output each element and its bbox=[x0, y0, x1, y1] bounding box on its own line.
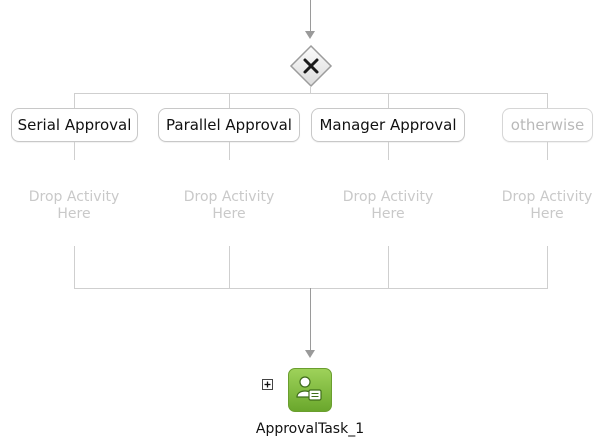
branch-connector-top bbox=[547, 93, 548, 108]
incoming-connector bbox=[310, 0, 311, 32]
join-connector bbox=[74, 288, 548, 289]
approval-task-node[interactable] bbox=[288, 368, 332, 412]
branch-connector-mid bbox=[74, 142, 75, 160]
branch-serial-approval[interactable]: Serial Approval bbox=[11, 108, 138, 142]
gateway-connector bbox=[310, 86, 311, 94]
branch-parallel-approval[interactable]: Parallel Approval bbox=[158, 108, 300, 142]
branch-connector-mid bbox=[547, 142, 548, 160]
outgoing-connector bbox=[310, 288, 311, 350]
branch-connector-bottom bbox=[547, 246, 548, 288]
branch-connector-mid bbox=[388, 142, 389, 160]
exclusive-gateway-x-icon[interactable] bbox=[289, 44, 333, 88]
branch-connector-bottom bbox=[74, 246, 75, 288]
branch-manager-approval[interactable]: Manager Approval bbox=[311, 108, 465, 142]
human-task-icon bbox=[296, 376, 322, 401]
split-connector bbox=[74, 93, 548, 94]
outgoing-arrow-icon bbox=[305, 350, 315, 358]
incoming-arrow-icon bbox=[305, 31, 315, 39]
branch-connector-top bbox=[74, 93, 75, 108]
task-label: ApprovalTask_1 bbox=[255, 421, 365, 437]
branch-otherwise[interactable]: otherwise bbox=[502, 108, 593, 142]
plus-expand-icon[interactable] bbox=[262, 379, 273, 390]
branch-connector-mid bbox=[229, 142, 230, 160]
branch-connector-bottom bbox=[229, 246, 230, 288]
branch-connector-top bbox=[388, 93, 389, 108]
branch-connector-top bbox=[229, 93, 230, 108]
branch-connector-bottom bbox=[388, 246, 389, 288]
